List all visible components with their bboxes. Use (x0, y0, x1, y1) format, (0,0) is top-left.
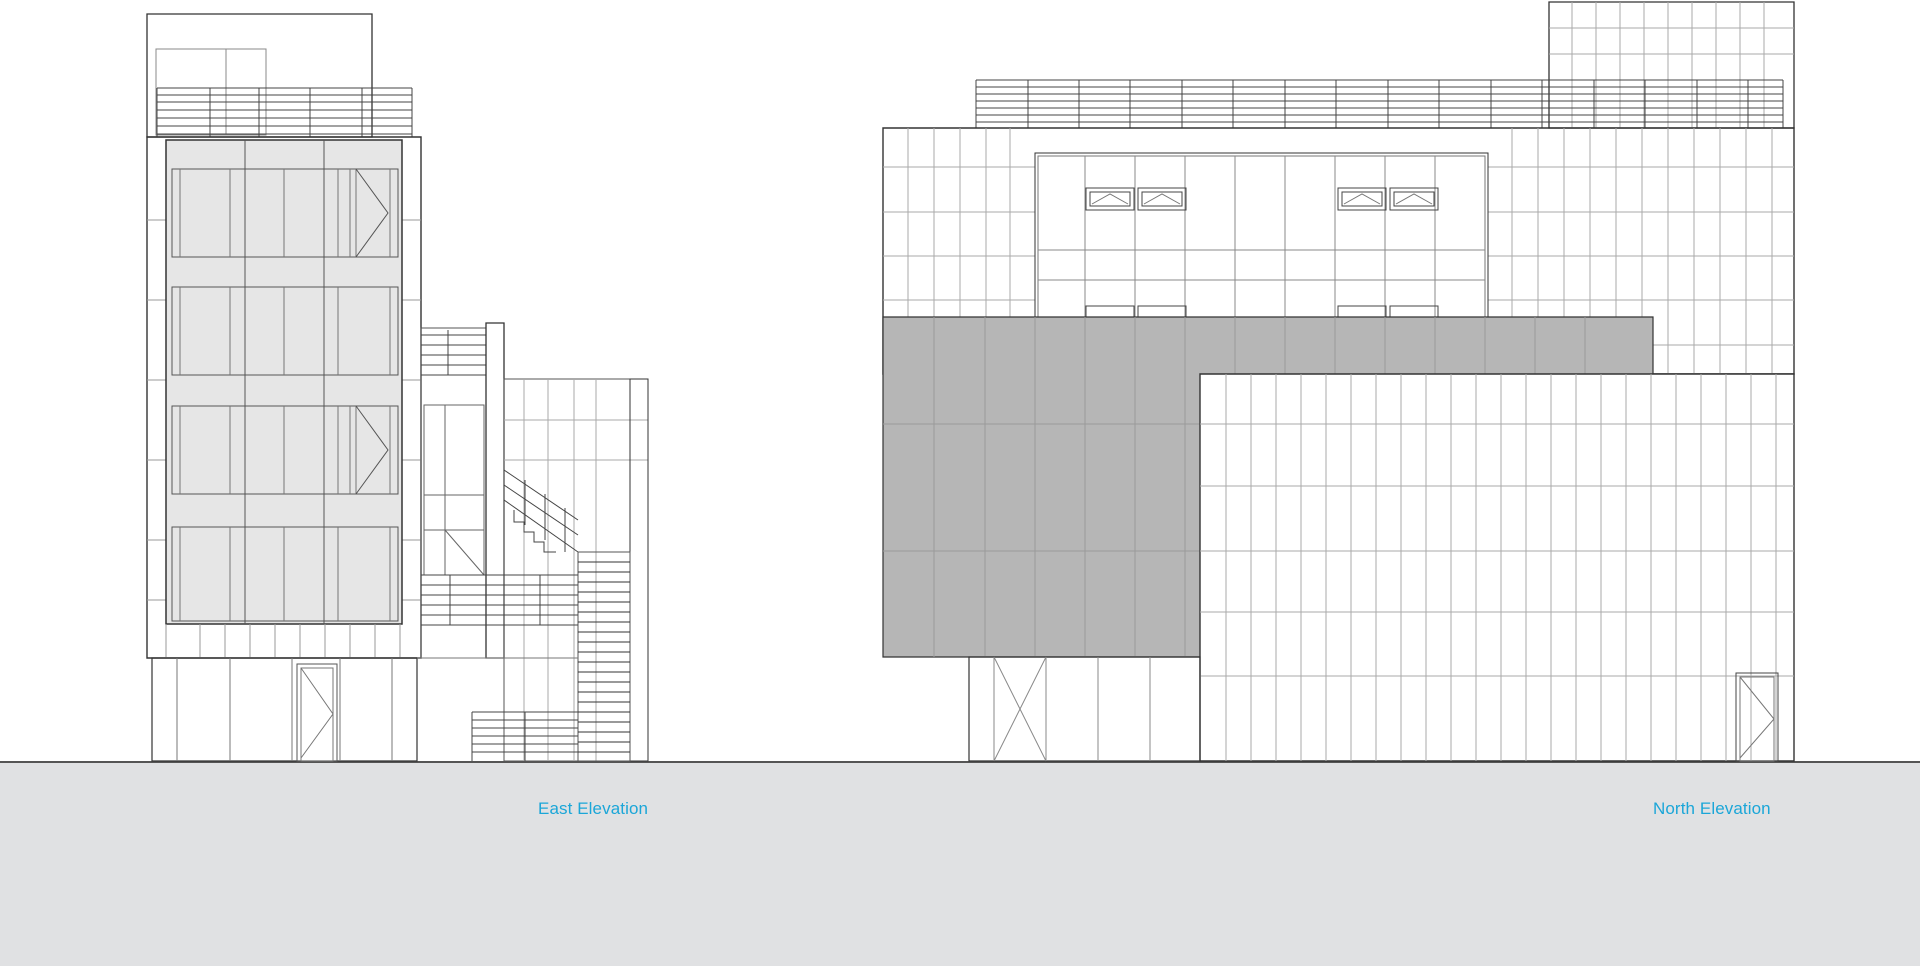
north-elevation-label: North Elevation (1653, 799, 1771, 818)
east-entry-door (297, 664, 337, 761)
north-elevation (883, 2, 1794, 761)
east-stair-railing-upper (421, 330, 486, 375)
east-stair-volume (504, 379, 648, 761)
north-front-volume (1200, 374, 1794, 761)
east-column (486, 323, 504, 658)
east-elevation (147, 14, 648, 761)
east-stair-tower (421, 328, 486, 658)
east-penthouse-window (156, 49, 266, 135)
north-ground-floor (969, 657, 1200, 761)
east-lower-railing (472, 712, 578, 761)
north-central-panel (1035, 153, 1488, 317)
east-elevation-label: East Elevation (538, 799, 649, 818)
east-diagonal-stair (504, 470, 578, 552)
east-window-bands (172, 169, 398, 621)
north-roof-railing (976, 80, 1783, 128)
ground-band (0, 761, 1920, 966)
east-ground-floor (152, 658, 417, 761)
east-landing-railing (421, 575, 578, 625)
north-tower-top (1549, 2, 1794, 128)
north-small-windows (1086, 188, 1438, 317)
east-stair-treads (578, 552, 630, 761)
east-roof-railing (157, 88, 412, 137)
